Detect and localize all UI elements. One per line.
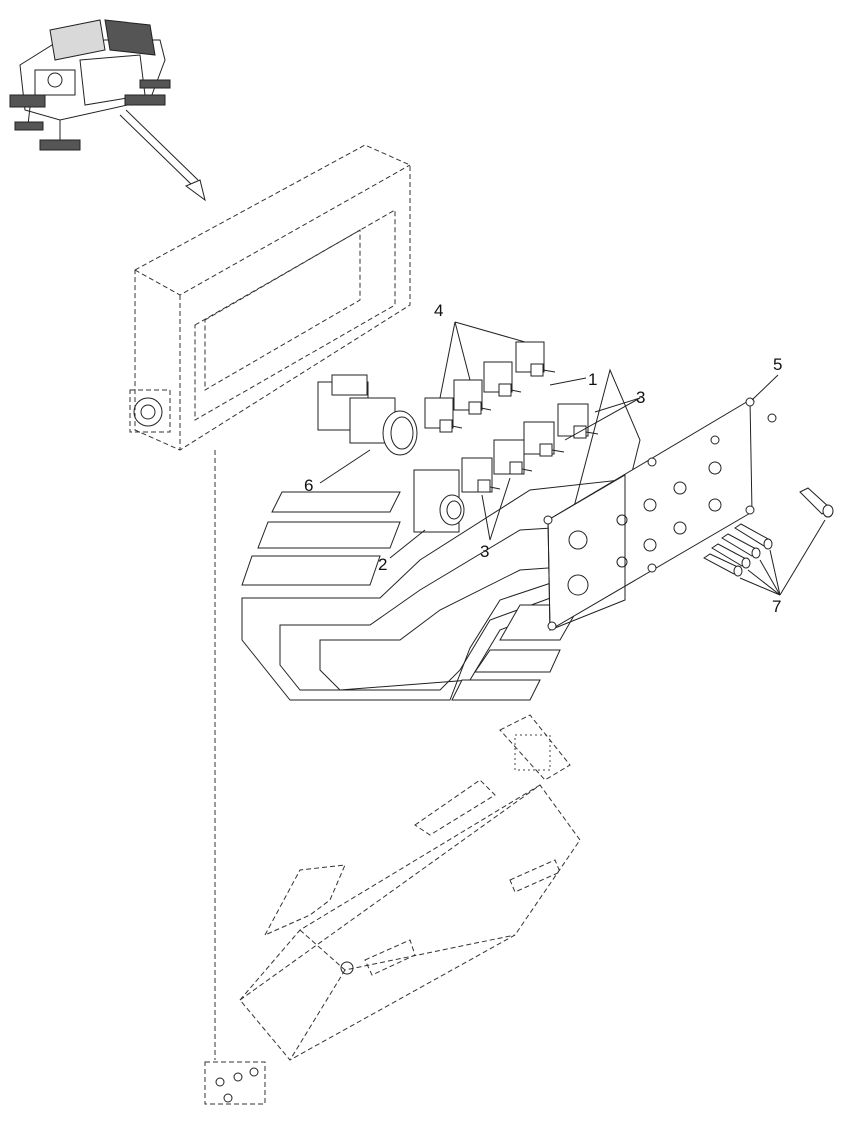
callout-3-lower: 3 [480, 542, 489, 561]
screw [721, 533, 761, 559]
callout-2: 2 [378, 555, 387, 574]
toggle-switch [453, 379, 492, 415]
toggle-switch [424, 397, 463, 433]
toggle-switch [557, 403, 599, 439]
rotary-switch-6 [317, 374, 418, 484]
switch-panel-plate-5 [543, 374, 779, 631]
callout-3-upper: 3 [636, 388, 645, 407]
callout-5: 5 [773, 355, 782, 374]
toggle-switch-group-3-upper [523, 397, 641, 457]
screw-set-7 [703, 413, 834, 596]
control-box-housing [129, 144, 411, 451]
toggle-switch-group-4 [424, 321, 556, 433]
toggle-switch [523, 421, 565, 457]
toggle-switch [483, 361, 522, 397]
screw [799, 487, 834, 518]
detail-arrow [119, 109, 206, 202]
screw [734, 523, 773, 550]
callout-1: 1 [588, 370, 597, 389]
screw [711, 543, 751, 569]
screw [703, 553, 743, 577]
toggle-switch [461, 457, 501, 493]
mounting-bracket-assembly [204, 714, 581, 1105]
callout-7: 7 [772, 597, 781, 616]
machine-overview-illustration [9, 19, 171, 151]
toggle-switch-group-3-lower [461, 439, 533, 541]
callout-4: 4 [434, 301, 443, 320]
push-button-2 [389, 469, 465, 559]
callout-6: 6 [304, 476, 313, 495]
toggle-switch [493, 439, 533, 475]
decal-set [241, 368, 641, 701]
callout-labels: 1 2 3 3 4 5 6 7 [304, 301, 782, 616]
toggle-switch [515, 341, 556, 377]
